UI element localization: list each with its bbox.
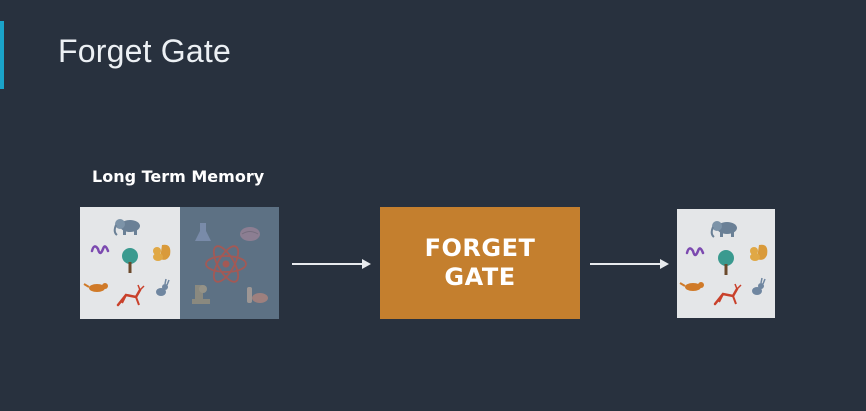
forget-gate-box: FORGET GATE <box>380 207 580 319</box>
rabbit-icon <box>752 277 766 295</box>
squirrel-icon <box>153 244 171 261</box>
deer-icon <box>116 284 145 307</box>
squirrel-icon <box>750 244 768 261</box>
tree-icon <box>122 248 138 273</box>
fox-icon <box>83 283 108 292</box>
fox-icon <box>679 282 704 291</box>
kept-memories-panel <box>80 207 180 319</box>
atom-icon <box>205 245 247 283</box>
forgotten-memories-panel <box>180 207 279 319</box>
forget-gate-label-line2: GATE <box>444 263 516 291</box>
worm-icon <box>90 245 110 255</box>
forget-gate-label: FORGET GATE <box>425 234 536 292</box>
deer-icon <box>713 283 742 306</box>
long-term-memory-panel <box>80 207 279 319</box>
long-term-memory-label: Long Term Memory <box>92 167 265 186</box>
accent-bar <box>0 21 4 89</box>
slide-title: Forget Gate <box>58 33 231 69</box>
elephant-icon <box>710 221 737 238</box>
test-tube-icon <box>247 287 268 303</box>
tree-icon <box>718 250 734 275</box>
rabbit-icon <box>156 278 170 296</box>
arrow-to-output <box>590 259 669 269</box>
worm-icon <box>685 247 705 257</box>
brain-icon <box>240 227 260 241</box>
lab-flask-icon <box>195 223 211 241</box>
elephant-icon <box>113 219 140 236</box>
arrow-to-gate <box>292 259 371 269</box>
microscope-icon <box>192 285 210 304</box>
output-memory-panel <box>677 209 775 318</box>
forget-gate-label-line1: FORGET <box>424 234 536 262</box>
